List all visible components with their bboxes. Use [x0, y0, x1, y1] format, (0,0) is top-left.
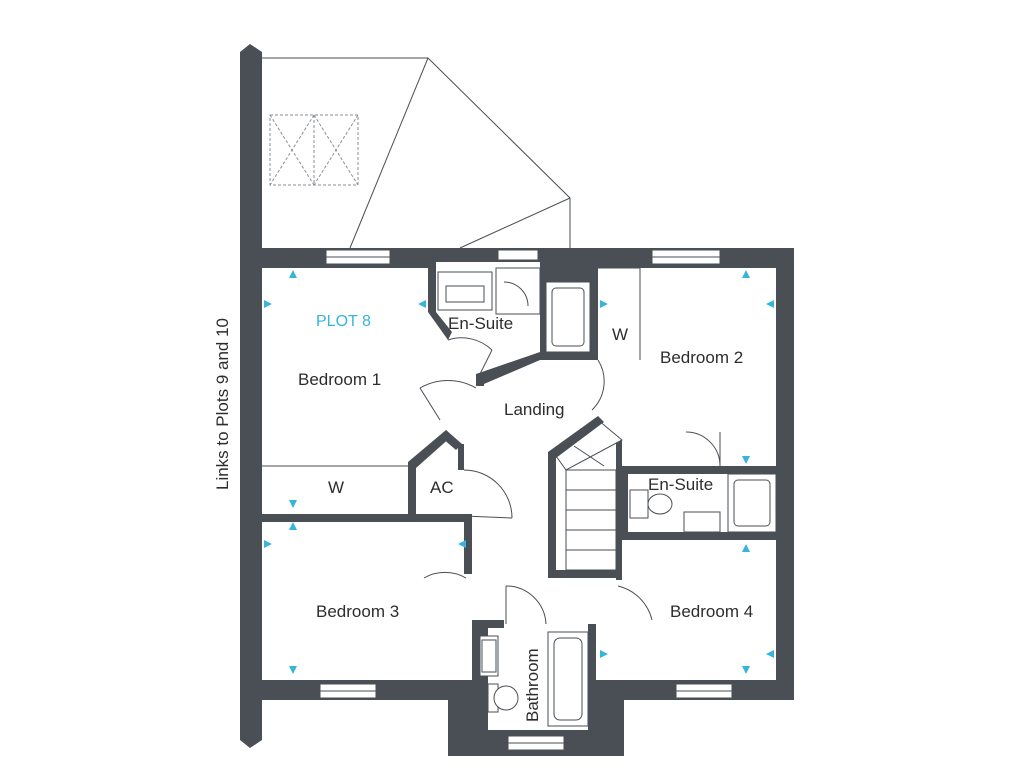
dimension-markers: [264, 270, 774, 674]
windows: [319, 249, 733, 751]
marker: [264, 540, 272, 548]
room-labels: PLOT 8 En-Suite Bedroom 1 W Bedroom 2 La…: [213, 313, 753, 722]
marker: [600, 300, 608, 308]
room-label-bathroom: Bathroom: [523, 648, 542, 722]
interior-walls: [262, 262, 776, 730]
room-label-ensuite-top: En-Suite: [448, 314, 513, 333]
marker: [600, 650, 608, 658]
marker: [458, 540, 466, 548]
staircase: [548, 416, 623, 578]
room-label-airing-cupboard: AC: [430, 478, 454, 497]
outer-walls: [262, 248, 794, 756]
marker: [742, 666, 750, 674]
room-label-landing: Landing: [504, 400, 565, 419]
marker: [742, 456, 750, 464]
marker: [289, 522, 297, 530]
room-label-bedroom3: Bedroom 3: [316, 602, 399, 621]
marker: [289, 666, 297, 674]
room-label-wardrobe1: W: [328, 478, 344, 497]
marker: [742, 544, 750, 552]
marker: [766, 300, 774, 308]
bathroom-fixtures: [437, 267, 777, 727]
plot-label: PLOT 8: [316, 313, 371, 330]
roof-light: [269, 114, 359, 186]
marker: [264, 300, 272, 308]
side-note: Links to Plots 9 and 10: [213, 318, 232, 490]
room-label-ensuite-right: En-Suite: [648, 475, 713, 494]
boundary-wall: [240, 44, 262, 748]
marker: [289, 270, 297, 278]
marker: [766, 650, 774, 658]
room-label-bedroom1: Bedroom 1: [298, 370, 381, 389]
roof-outline: [262, 57, 571, 249]
doors: [419, 337, 721, 625]
room-label-bedroom4: Bedroom 4: [670, 602, 753, 621]
marker: [742, 270, 750, 278]
marker: [418, 300, 426, 308]
room-label-bedroom2: Bedroom 2: [660, 348, 743, 367]
marker: [289, 500, 297, 508]
room-label-wardrobe2: W: [612, 325, 628, 344]
